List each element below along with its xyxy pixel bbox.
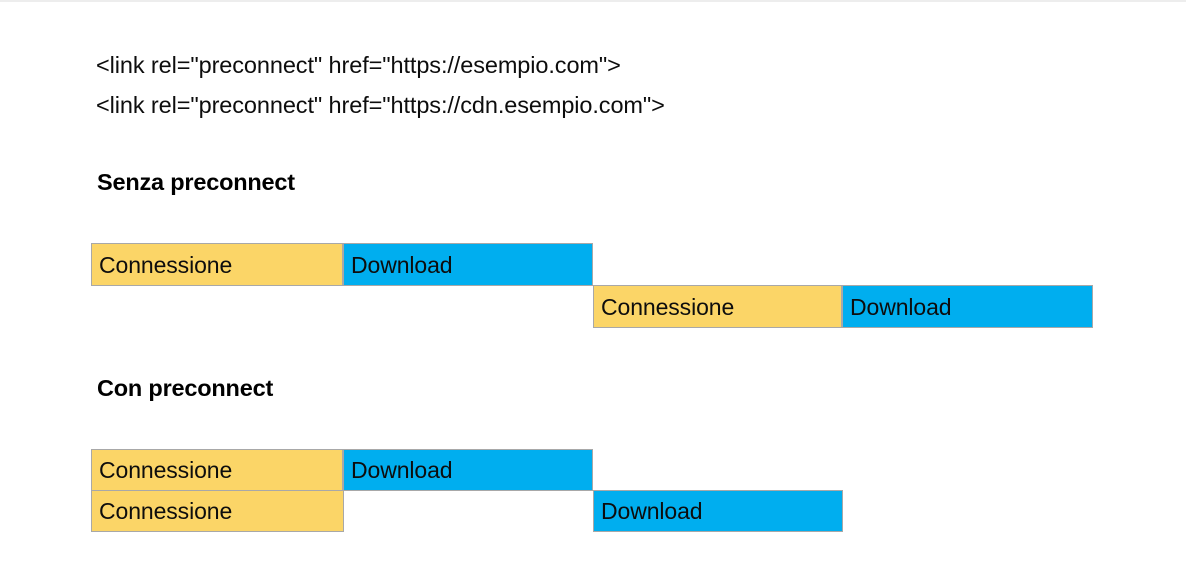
timeline-bar-label: Connessione	[99, 498, 233, 524]
timeline-bar-label: Download	[351, 251, 453, 278]
timeline-bar-download: Download	[343, 449, 593, 491]
timeline-bar-label: Connessione	[99, 251, 233, 278]
top-divider	[0, 0, 1186, 2]
timeline-bar-label: Connessione	[601, 293, 735, 320]
timeline-bar-label: Download	[601, 498, 703, 524]
timeline-bar-label: Download	[351, 457, 453, 483]
code-line-preconnect-cdn-esempio: <link rel="preconnect" href="https://cdn…	[96, 92, 665, 118]
code-line-preconnect-esempio: <link rel="preconnect" href="https://ese…	[96, 52, 621, 78]
timeline-bar-download: Download	[593, 490, 843, 532]
timeline-bar-connection: Connessione	[91, 449, 343, 491]
section-heading-senza-preconnect: Senza preconnect	[97, 169, 295, 195]
timeline-bar-label: Download	[850, 293, 952, 320]
timeline-bar-download: Download	[842, 285, 1093, 328]
timeline-bar-connection: Connessione	[593, 285, 842, 328]
section-heading-con-preconnect: Con preconnect	[97, 375, 274, 401]
timeline-bar-download: Download	[343, 243, 593, 286]
timeline-bar-connection: Connessione	[91, 243, 343, 286]
timeline-bar-connection: Connessione	[91, 490, 344, 532]
timeline-bar-label: Connessione	[99, 457, 233, 483]
